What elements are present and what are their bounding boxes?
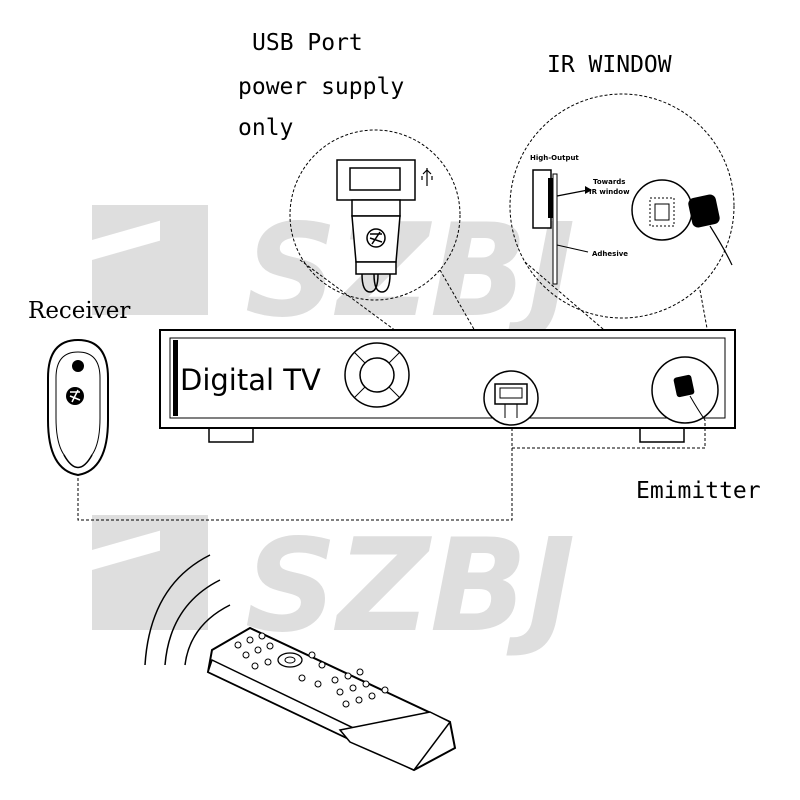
watermark-text-bottom: SZBJ	[245, 512, 575, 661]
infrared-signal-icon	[144, 554, 231, 666]
tv-title: Digital TV	[180, 363, 321, 397]
ir-window-small-label: IR window	[589, 188, 630, 196]
usb-label-line2: power supply	[238, 74, 404, 100]
high-output-label: High-Output	[530, 154, 579, 162]
usb-zoom-callout	[289, 129, 503, 403]
watermark-text-top: SZBJ	[245, 197, 575, 346]
digital-tv-box: Digital TV	[159, 329, 736, 443]
watermark-bottom: SZBJ	[92, 512, 575, 661]
usb-icon	[421, 168, 433, 186]
emitter-label: Emimitter	[636, 478, 761, 504]
towards-label: Towards	[593, 178, 625, 186]
usb-connector-detail	[336, 159, 433, 293]
brand-logo-icon	[66, 387, 84, 405]
watermark-top: SZBJ	[92, 197, 575, 346]
cable-lines	[77, 420, 706, 521]
remote-control-icon	[206, 626, 457, 772]
usb-label-line3: only	[238, 115, 293, 141]
ir-window-detail: High-Output Towards IR window Adhesive	[530, 154, 733, 285]
adhesive-label: Adhesive	[592, 250, 628, 258]
usb-label-line1: USB Port	[252, 30, 363, 56]
ir-window-label: IR WINDOW	[547, 52, 672, 78]
receiver-device	[47, 338, 109, 477]
receiver-label: Receiver	[28, 298, 130, 324]
